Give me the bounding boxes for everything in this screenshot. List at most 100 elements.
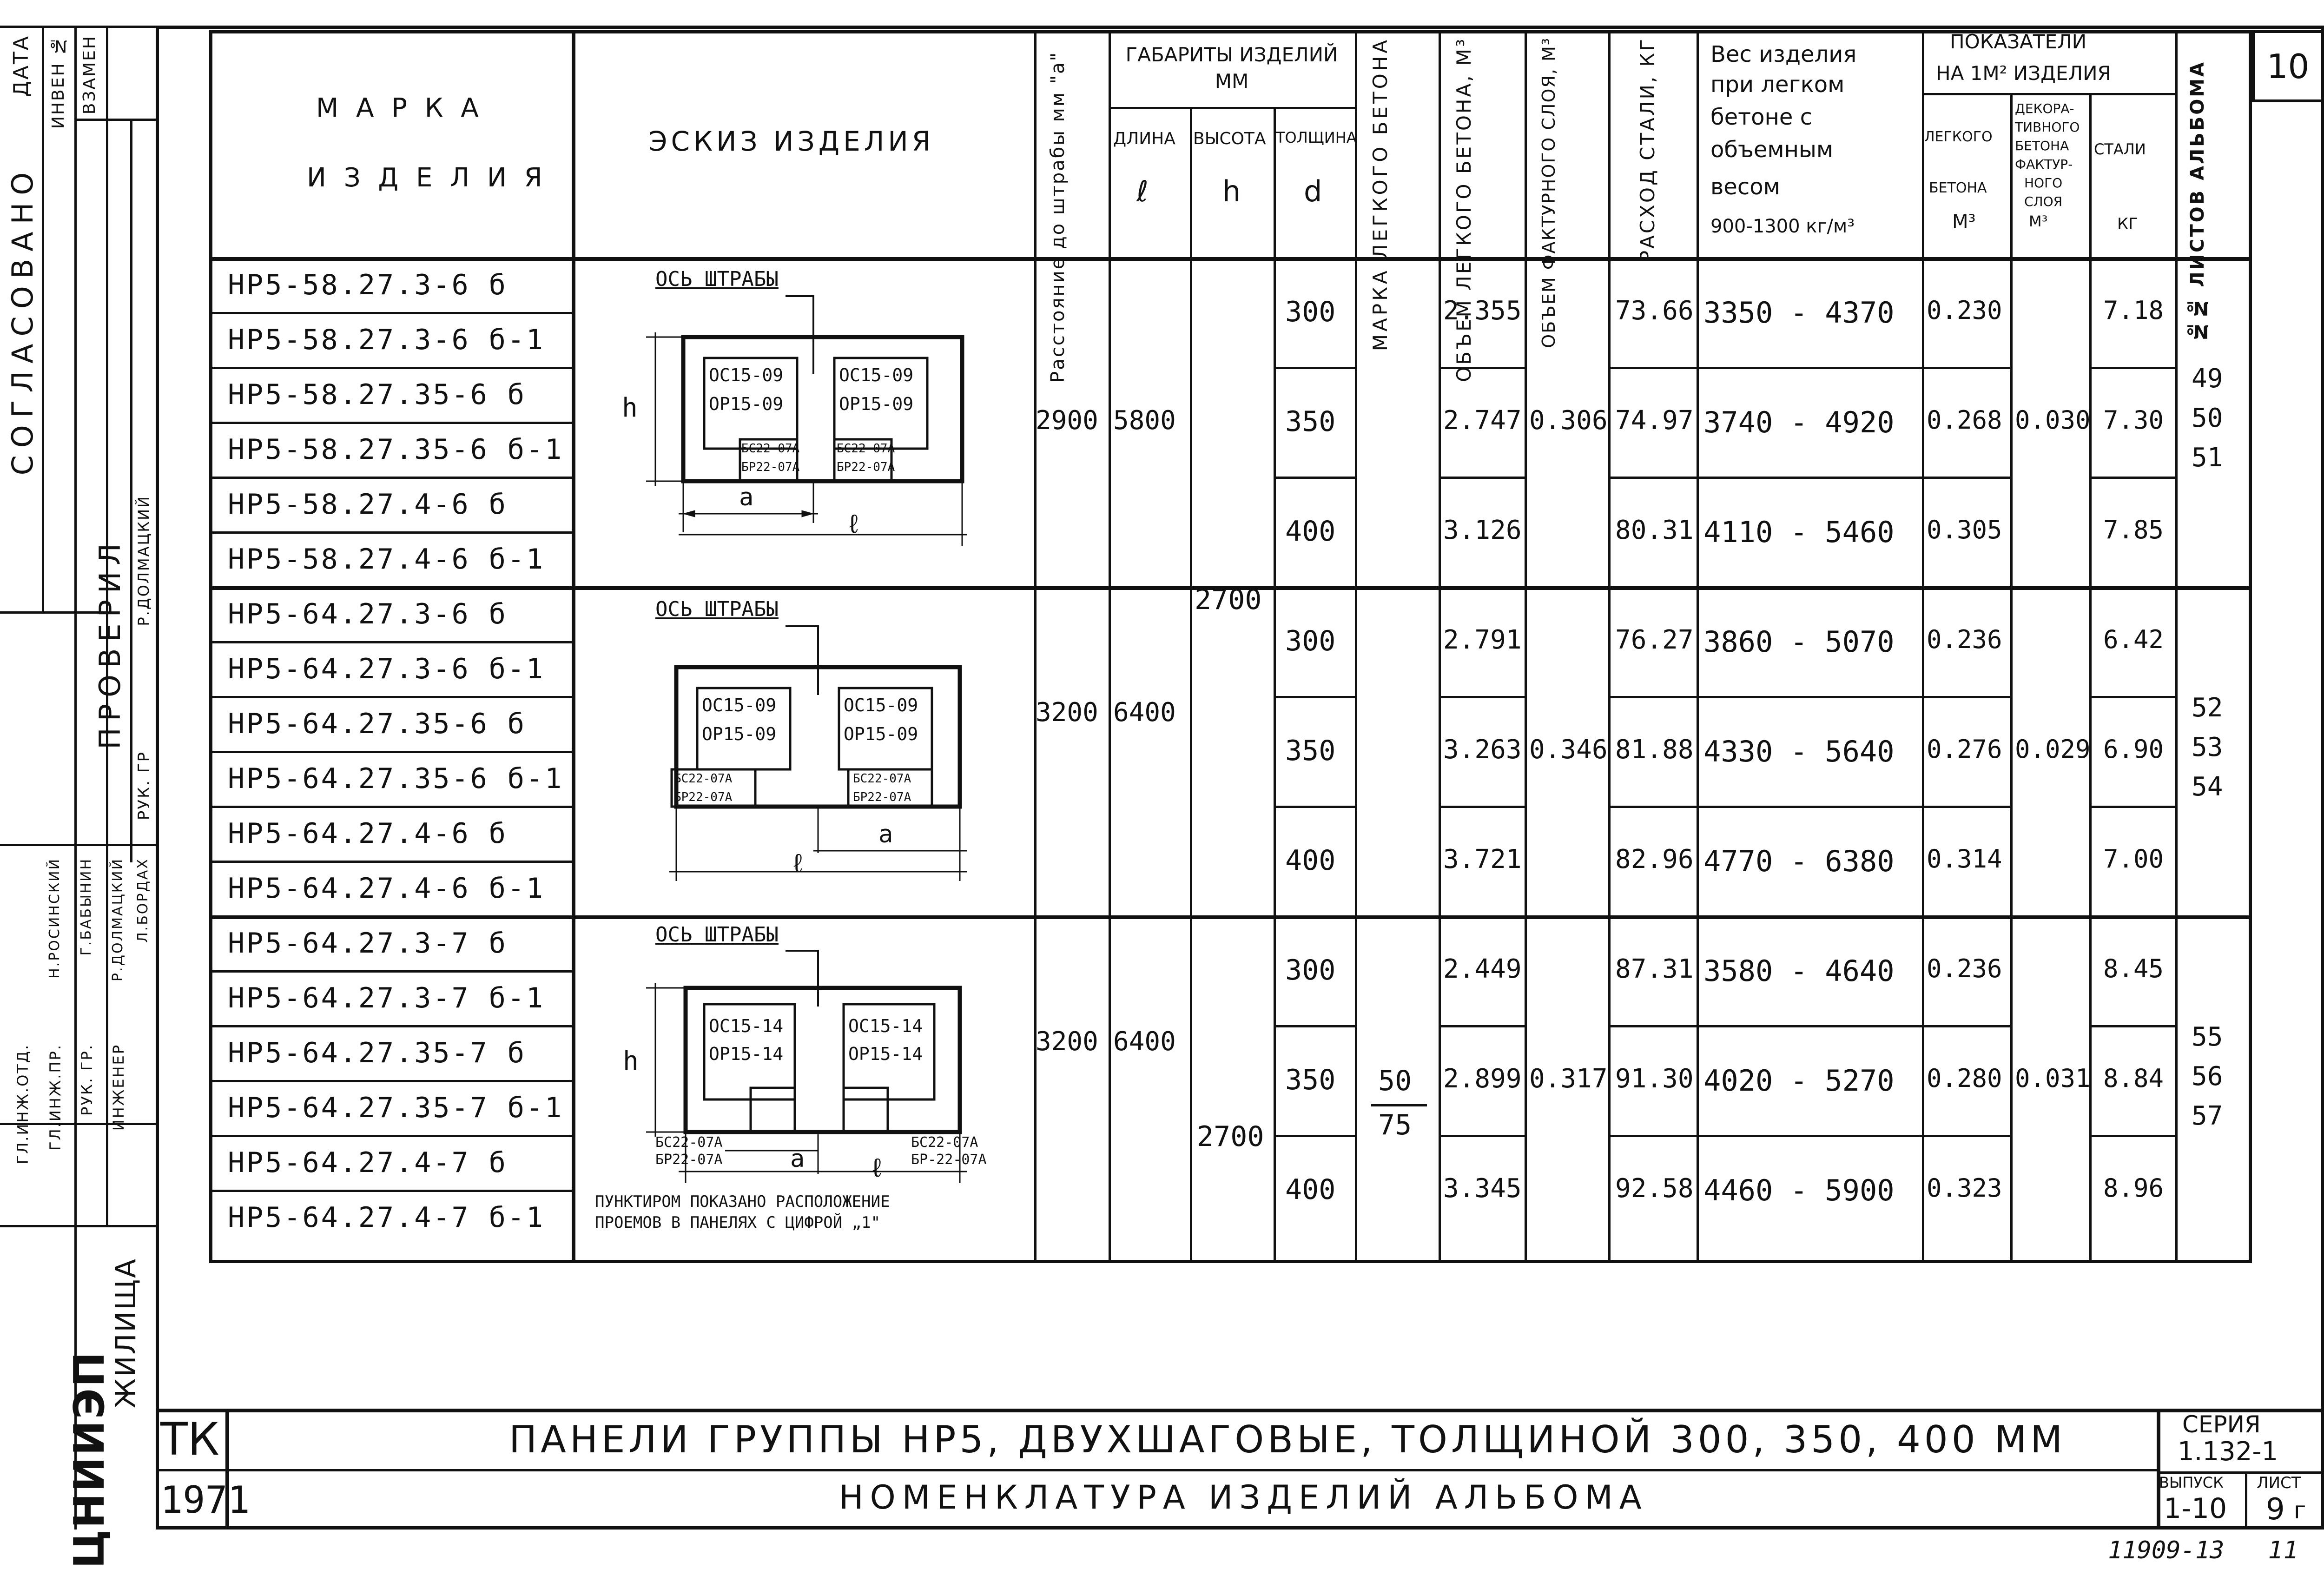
pok-leg-value: 0.305 (1927, 515, 2002, 544)
col-header-pok-leg-1: ЛЕГКОГО (1924, 129, 1993, 145)
pok-stal-value: 7.18 (2103, 296, 2164, 325)
stamp-title-1: ПАНЕЛИ ГРУППЫ НР5, ДВУХШАГОВЫЕ, ТОЛЩИНОЙ… (509, 1418, 2067, 1461)
sketch2-win-r1: ОС15-09 (844, 695, 918, 715)
sketch3-win-r2: ОР15-14 (848, 1044, 923, 1064)
pok-stal-value: 8.84 (2103, 1064, 2164, 1093)
col-header-marka-1: М А Р К А (316, 93, 483, 123)
sketch2-door-r1: БС22-07А (853, 772, 911, 786)
sketch2-a: a (878, 821, 893, 848)
page-number: 10 (2266, 46, 2310, 86)
thickness-value: 300 (1285, 296, 1336, 328)
ves-value: 4110 - 5460 (1703, 515, 1895, 549)
pok-leg-value: 0.236 (1927, 954, 2002, 983)
rashod-value: 80.31 (1615, 515, 1694, 545)
row-mark: НР5-64.27.3-7 б-1 (228, 982, 545, 1014)
obem-leg-value: 3.721 (1443, 844, 1522, 874)
col-header-ves-6: 900-1300 кг/м³ (1710, 216, 1855, 237)
row-mark: НР5-64.27.4-7 б-1 (228, 1201, 545, 1234)
col-header-pok-leg-3: М³ (1952, 211, 1976, 232)
thickness-value: 350 (1285, 735, 1336, 767)
sheet-number: 53 (2192, 732, 2223, 762)
sheet-number: 54 (2192, 772, 2223, 802)
rashod-value: 82.96 (1615, 844, 1694, 874)
dlina-value: 6400 (1113, 1026, 1176, 1057)
col-header-pok-stal-1: СТАЛИ (2094, 140, 2146, 158)
col-header-dlina: ДЛИНА (1113, 129, 1175, 148)
pok-leg-value: 0.276 (1927, 735, 2002, 764)
col-header-pok-dek-1: ДЕКОРА- (2015, 101, 2074, 116)
col-header-marka-bet: МАРКА ЛЕГКОГО БЕТОНА (1369, 37, 1392, 351)
sketch1-a: a (739, 483, 754, 511)
stamp-year: 1971 (160, 1478, 250, 1522)
col-header-rasst: Расстояние до штрабы мм "a" (1047, 51, 1069, 383)
stamp-vypusk-label: ВЫПУСК (2159, 1474, 2224, 1491)
ves-value: 4770 - 6380 (1703, 844, 1895, 878)
title-stamp: ТК 1971 ПАНЕЛИ ГРУППЫ НР5, ДВУХШАГОВЫЕ, … (156, 1409, 2324, 1530)
obem-leg-value: 3.345 (1443, 1173, 1522, 1204)
ves-value: 4330 - 5640 (1703, 735, 1895, 768)
obem-leg-value: 3.263 (1443, 735, 1522, 765)
obem-leg-value: 2.747 (1443, 405, 1522, 436)
thickness-value: 400 (1285, 1173, 1336, 1206)
sketch1-l: ℓ (846, 509, 862, 539)
col-header-pokaz-2: НА 1М² ИЗДЕЛИЯ (1936, 62, 2111, 85)
sketch-2: ОСЬ ШТРАБЫ ОС15-09 ОР15-09 ОС15-09 ОР15-… (586, 593, 1027, 914)
col-header-pok-dek-4: ФАКТУР- (2015, 157, 2073, 172)
pok-stal-value: 8.96 (2103, 1173, 2164, 1203)
pok-leg-value: 0.268 (1927, 405, 2002, 435)
obem-leg-value: 2.791 (1443, 625, 1522, 655)
row-mark: НР5-64.27.35-6 б-1 (228, 762, 564, 795)
obem-fakt-value: 0.317 (1529, 1064, 1608, 1094)
sketch3-h: h (623, 1046, 639, 1076)
row-mark: НР5-58.27.35-6 б (228, 378, 526, 411)
row-mark: НР5-58.27.4-6 б (228, 488, 508, 521)
axis-label-1: ОСЬ ШТРАБЫ (655, 267, 779, 291)
rashod-value: 92.58 (1615, 1173, 1694, 1204)
rashod-value: 73.66 (1615, 296, 1694, 326)
marka-bet-bottom: 75 (1378, 1109, 1412, 1141)
stamp-vypusk-value: 1-10 (2164, 1492, 2227, 1525)
sketch-1: ОСЬ ШТРАБЫ h ОС15-09 ОР15-09 ОС15-09 ОР1… (586, 263, 1027, 583)
sketch3-note-2: ПРОЕМОВ В ПАНЕЛЯХ С ЦИФРОЙ „1" (595, 1213, 881, 1232)
thickness-value: 400 (1285, 515, 1336, 548)
rashod-value: 76.27 (1615, 625, 1694, 655)
marka-bet-top: 50 (1378, 1065, 1412, 1097)
pok-stal-value: 7.00 (2103, 844, 2164, 874)
col-header-eskiz: ЭСКИЗ ИЗДЕЛИЯ (648, 126, 935, 157)
sketch3-door-r2: БР-22-07А (911, 1152, 987, 1168)
sheet-number: 57 (2192, 1101, 2223, 1131)
sketch2-win-r2: ОР15-09 (844, 724, 918, 744)
sketch3-win-l2: ОР15-14 (709, 1044, 784, 1064)
row-mark: НР5-64.27.35-7 б (228, 1037, 526, 1069)
col-header-marka-2: И З Д Е Л И Я (307, 163, 547, 193)
thickness-value: 400 (1285, 844, 1336, 877)
obem-fakt-value: 0.306 (1529, 405, 1608, 436)
sketch2-door-r2: БР22-07А (853, 790, 911, 804)
col-header-listy: №№ ЛИСТОВ АЛЬБОМА (2187, 60, 2208, 342)
row-mark: НР5-58.27.35-6 б-1 (228, 433, 564, 466)
sketch3-door-l2: БР22-07А (655, 1152, 723, 1168)
rasst-value: 3200 (1036, 1026, 1098, 1057)
ves-value: 3860 - 5070 (1703, 625, 1895, 659)
sheet-frame (156, 26, 2324, 1530)
sheet-number: 52 (2192, 693, 2223, 723)
rashod-value: 91.30 (1615, 1064, 1694, 1094)
stamp-seria-value: 1.132-1 (2178, 1437, 2278, 1467)
sketch2-l: ℓ (790, 848, 806, 879)
col-header-ves-1: Вес изделия (1710, 41, 1857, 67)
stamp-list-label: ЛИСТ (2257, 1474, 2301, 1492)
thickness-value: 350 (1285, 405, 1336, 438)
stamp-list-suffix: г (2294, 1497, 2306, 1524)
col-header-tolshina-sym: d (1304, 174, 1322, 208)
col-header-gabarity: ГАБАРИТЫ ИЗДЕЛИЙ ММ (1125, 43, 1338, 93)
row-mark: НР5-58.27.3-6 б (228, 269, 508, 301)
stamp-tk: ТК (160, 1413, 219, 1465)
col-header-rashod: РАСХОД СТАЛИ, КГ (1636, 37, 1659, 263)
sketch1-door-l1: БС22-07А (741, 442, 800, 456)
row-mark: НР5-64.27.35-6 б (228, 708, 526, 740)
axis-label-3: ОСЬ ШТРАБЫ (655, 923, 779, 947)
col-header-pok-dek-5: НОГО (2024, 175, 2063, 191)
obem-fakt-value: 0.346 (1529, 735, 1608, 765)
bottom-code: 11909-13 (2108, 1536, 2225, 1564)
